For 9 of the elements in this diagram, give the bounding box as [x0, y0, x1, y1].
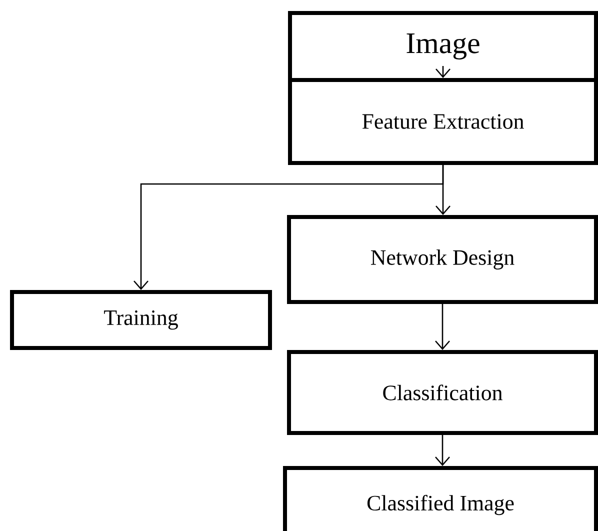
process-box: Image — [288, 11, 598, 82]
process-box: Training — [10, 290, 272, 350]
process-box: Feature Extraction — [288, 78, 598, 165]
process-box: Network Design — [287, 215, 598, 304]
arrow — [435, 435, 450, 466]
arrow — [134, 165, 444, 290]
arrow — [435, 304, 450, 350]
process-box: Classified Image — [283, 466, 598, 531]
process-box: Classification — [287, 350, 598, 435]
